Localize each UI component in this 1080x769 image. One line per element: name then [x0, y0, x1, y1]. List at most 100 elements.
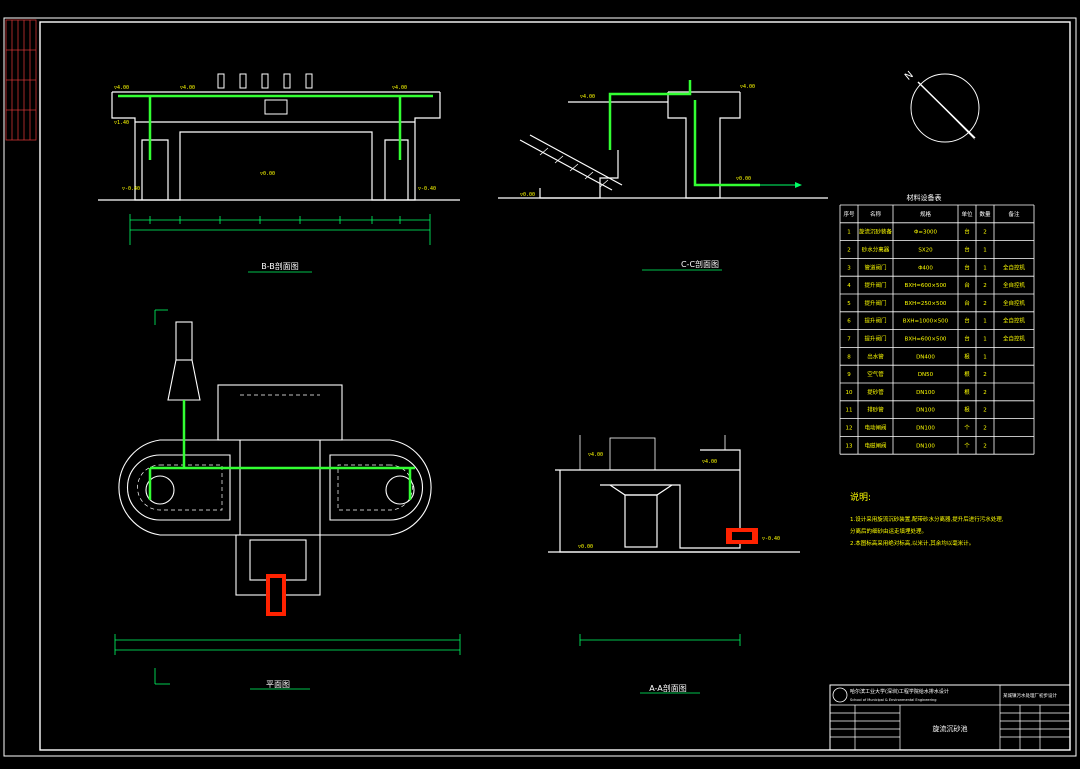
svg-text:▽4.00: ▽4.00 [740, 84, 755, 90]
north-arrow-label: N [903, 70, 916, 83]
table-cell: 个 [964, 425, 970, 432]
table-cell: DN100 [916, 443, 935, 449]
table-cell: DN50 [918, 372, 934, 378]
table-cell: 电磁闸阀 [864, 441, 886, 449]
table-cell: 1 [983, 319, 987, 325]
table-cell: 全自控机 [1003, 263, 1026, 271]
svg-text:▽-0.40: ▽-0.40 [762, 536, 780, 542]
table-cell: 2 [983, 443, 987, 449]
svg-text:▽0.00: ▽0.00 [260, 171, 275, 177]
notes-line-3: 2.本图标高采用绝对标高,以米计,其余均以毫米计。 [850, 539, 974, 547]
table-cell: 排砂管 [867, 406, 884, 414]
table-header-cell: 数量 [979, 210, 991, 218]
svg-text:▽-0.40: ▽-0.40 [122, 186, 140, 192]
notes-block: 说明: 1.设计采用旋流沉砂装置,配带砂水分离器,提升后进行污水处理, 分离后的… [850, 491, 1004, 547]
table-header-cell: 备注 [1008, 210, 1020, 218]
svg-text:▽4.00: ▽4.00 [180, 85, 195, 91]
table-cell: Φ=3000 [914, 230, 937, 236]
aa-section-view: ▽4.00▽4.00 ▽0.00▽-0.40 A-A剖面图 [548, 435, 800, 694]
title-block-drawing-name: 旋流沉砂池 [933, 724, 968, 733]
table-cell: BXH=250×500 [905, 301, 947, 307]
table-cell: 砂水分离器 [862, 246, 890, 254]
table-cell: 台 [964, 246, 970, 254]
table-cell: 台 [964, 281, 970, 289]
svg-text:▽4.00: ▽4.00 [588, 452, 603, 458]
bb-section-view: ▽4.00▽4.00▽4.00 ▽1.40▽0.00 ▽-0.40▽-0.40 … [98, 73, 460, 273]
svg-text:▽4.00: ▽4.00 [114, 85, 129, 91]
table-cell: 根 [964, 388, 970, 396]
table-cell: 提升阀门 [864, 299, 886, 307]
table-cell: 提砂管 [867, 388, 884, 396]
table-cell: 9 [847, 372, 851, 378]
table-cell: 台 [964, 263, 970, 271]
title-block-project: 某城镇污水处理厂初步设计 [1003, 692, 1057, 699]
svg-text:▽1.40: ▽1.40 [114, 120, 129, 126]
table-cell: 全自控机 [1003, 317, 1026, 325]
svg-text:▽4.00: ▽4.00 [392, 85, 407, 91]
table-cell: DN100 [916, 390, 935, 396]
table-cell: 2 [983, 283, 987, 289]
table-cell: 提升阀门 [864, 335, 886, 343]
table-cell: 台 [964, 317, 970, 325]
table-cell: 电动闸阀 [864, 424, 886, 432]
table-cell: 根 [964, 352, 970, 360]
table-cell: 根 [964, 370, 970, 378]
table-cell: 2 [983, 230, 987, 236]
table-cell: 2 [983, 426, 987, 432]
table-cell: 管道阀门 [864, 263, 886, 271]
table-cell: 4 [847, 283, 851, 289]
svg-text:▽0.00: ▽0.00 [736, 176, 751, 182]
table-cell: 旋流沉砂装备 [859, 228, 893, 236]
table-cell: 5 [847, 301, 851, 307]
table-cell: 2 [847, 248, 851, 254]
table-cell: 出水管 [867, 352, 884, 360]
title-block: 哈尔滨工业大学(深圳)工程学院给水排水设计 School of Municipa… [829, 684, 1071, 751]
table-cell: 11 [846, 408, 853, 414]
table-cell: BXH=600×500 [905, 337, 947, 343]
table-cell: 7 [847, 337, 851, 343]
sheet-outer-border [3, 17, 1077, 757]
svg-text:▽-0.40: ▽-0.40 [418, 186, 436, 192]
table-header-cell: 规格 [920, 210, 932, 218]
table-cell: 提升阀门 [864, 281, 886, 289]
table-header-cell: 名称 [870, 210, 882, 218]
notes-line-1: 1.设计采用旋流沉砂装置,配带砂水分离器,提升后进行污水处理, [850, 515, 1004, 523]
table-cell: 提升阀门 [864, 317, 886, 325]
table-cell: 12 [846, 426, 853, 432]
table-cell: SX20 [918, 248, 933, 254]
table-cell: 8 [847, 354, 851, 360]
table-cell: 台 [964, 299, 970, 307]
title-block-school-en: School of Municipal & Environmental Engi… [850, 698, 936, 702]
table-cell: 1 [983, 354, 987, 360]
plan-view-title: 平面图 [266, 680, 290, 689]
title-block-school: 哈尔滨工业大学(深圳)工程学院给水排水设计 [850, 688, 949, 695]
table-cell: 6 [847, 319, 851, 325]
aa-section-title: A-A剖面图 [649, 683, 686, 693]
table-cell: 3 [847, 265, 851, 271]
svg-text:▽4.00: ▽4.00 [580, 94, 595, 100]
table-cell: 根 [964, 406, 970, 414]
svg-text:▽0.00: ▽0.00 [520, 192, 535, 198]
table-cell: 2 [983, 390, 987, 396]
table-cell: DN100 [916, 408, 935, 414]
table-cell: 2 [983, 301, 987, 307]
drawing-frame [39, 21, 1071, 751]
table-cell: 全自控机 [1003, 299, 1026, 307]
bb-section-title: B-B剖面图 [261, 261, 299, 271]
cc-section-title: C-C剖面图 [681, 259, 719, 269]
table-header-cell: 序号 [843, 210, 855, 218]
table-cell: Φ400 [918, 265, 933, 271]
table-cell: 1 [983, 337, 987, 343]
table-cell: BXH=600×500 [905, 283, 947, 289]
table-cell: 个 [964, 442, 970, 449]
school-logo [832, 687, 848, 703]
notes-heading: 说明: [850, 491, 871, 503]
table-cell: 13 [846, 443, 853, 449]
table-cell: 全自控机 [1003, 281, 1026, 289]
table-cell: 台 [964, 335, 970, 343]
table-cell: DN100 [916, 426, 935, 432]
table-cell: 1 [983, 265, 987, 271]
table-cell: 空气管 [867, 370, 884, 378]
